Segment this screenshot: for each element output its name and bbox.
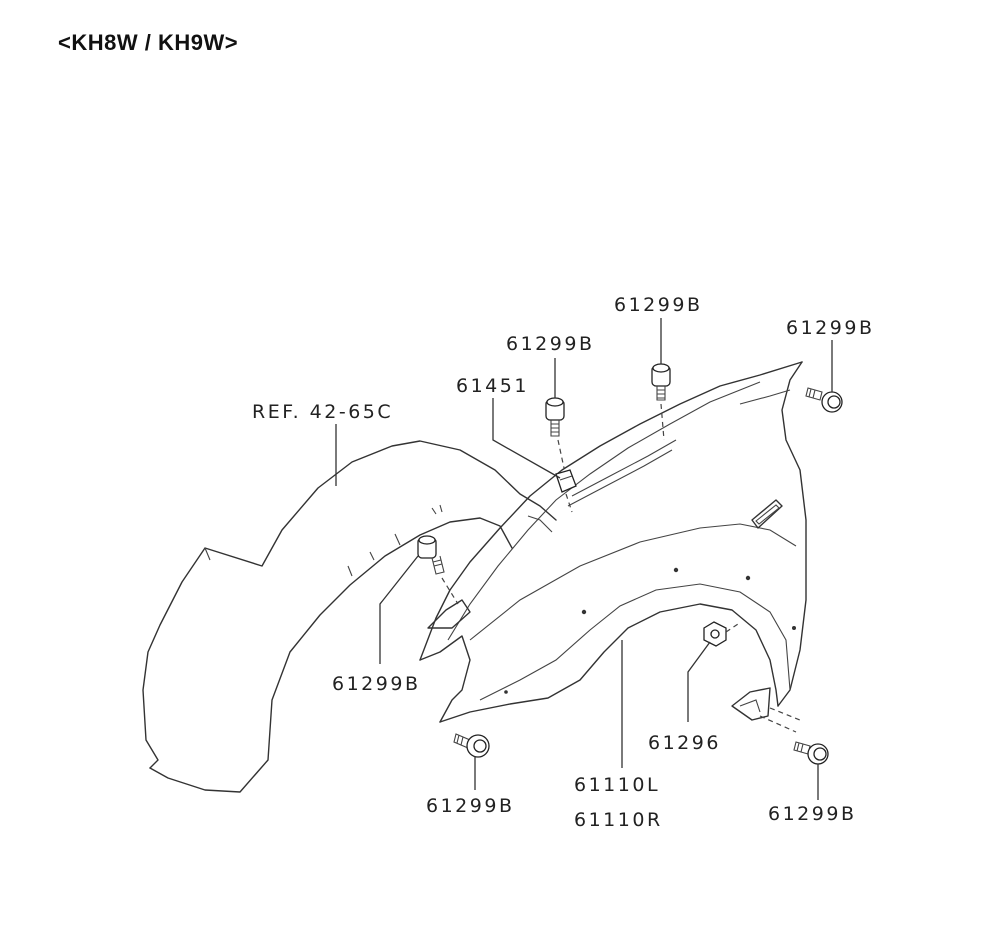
bolt-left (417, 535, 445, 575)
dash-upper-mid (557, 439, 565, 469)
dash-clip (565, 493, 573, 513)
dash-bottom-right (759, 707, 801, 733)
leader-lines (335, 318, 833, 800)
dash-top-center (660, 403, 665, 441)
front-fender-drawing (419, 361, 807, 723)
nut-part (703, 621, 727, 647)
callout-fender-right: 61110R (574, 809, 663, 831)
bolt-top-center (651, 363, 671, 401)
bolt-top-right (805, 387, 843, 413)
callout-reference: REF. 42-65C (252, 401, 393, 423)
callout-bolt-left: 61299B (332, 673, 420, 695)
model-code-title: <KH8W / KH9W> (58, 30, 239, 55)
callout-bolt-top-right: 61299B (786, 317, 874, 339)
bolt-bottom-left (453, 733, 490, 758)
clip-part (555, 469, 577, 493)
dash-nut (725, 623, 739, 633)
callout-bolt-upper-mid: 61299B (506, 333, 594, 355)
callout-bolt-bottom-left: 61299B (426, 795, 514, 817)
callout-bolt-bottom-right: 61299B (768, 803, 856, 825)
callout-nut: 61296 (648, 732, 721, 754)
callout-bolt-top-center: 61299B (614, 294, 702, 316)
fender-liner-drawing (142, 440, 557, 793)
bolt-upper-mid (545, 397, 565, 437)
bolt-bottom-right (793, 741, 829, 765)
callout-clip: 61451 (456, 375, 529, 397)
callout-fender-left: 61110L (574, 774, 660, 796)
